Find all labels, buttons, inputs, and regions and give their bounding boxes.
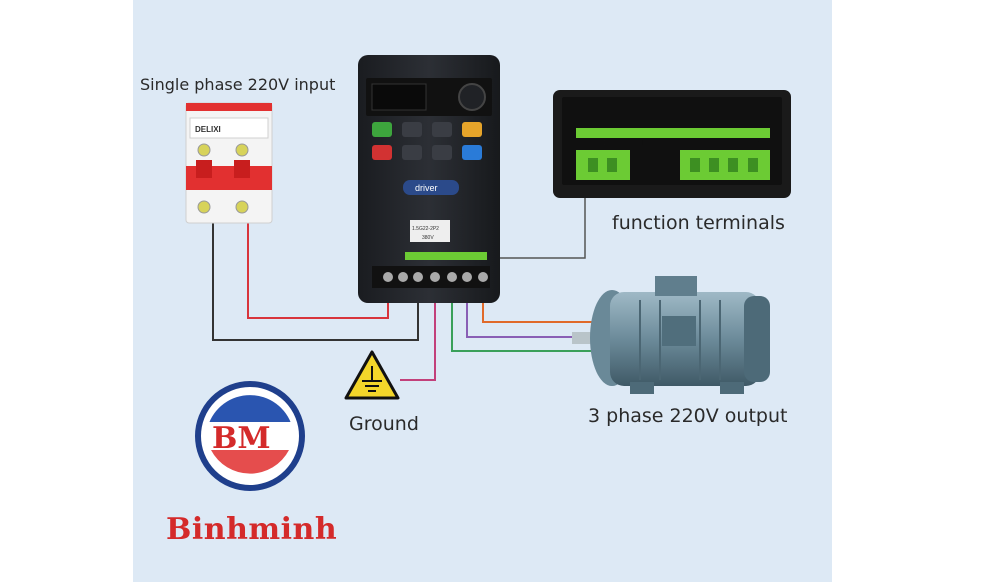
brand-name: Binhminh (166, 512, 338, 547)
terminal-label: DC (618, 140, 628, 147)
drive-model: 1.5G22-2P2 (412, 226, 439, 232)
motor (572, 276, 770, 394)
stop-button[interactable] (372, 145, 392, 160)
terminal-label: AO (750, 140, 761, 147)
ground-icon (344, 350, 400, 400)
terminal-label: GND (727, 140, 743, 147)
wire-purple-v (466, 288, 598, 338)
enter-button[interactable] (462, 145, 482, 160)
up-button[interactable] (432, 122, 452, 137)
down-button[interactable] (432, 145, 452, 160)
company-logo: BM (195, 381, 305, 491)
terminal-label: AI (637, 140, 644, 147)
label-function-terminals: function terminals (612, 212, 785, 234)
shift-button[interactable] (462, 122, 482, 137)
run-button[interactable] (372, 122, 392, 137)
drive-rating: 380V (422, 235, 434, 241)
logo-initials: BM (212, 421, 271, 456)
wire-pink-ground (400, 288, 436, 381)
frequency-drive: driver 1.5G22-2P2 380V (358, 55, 500, 303)
terminal-label: TB (599, 140, 608, 147)
drive-logo: driver (415, 183, 438, 193)
terminal-label: DI4 (709, 140, 720, 147)
label-output: 3 phase 220V output (588, 405, 788, 427)
terminal-label: DI1 (654, 140, 665, 147)
wire-green-w (451, 288, 603, 352)
wire-function (490, 198, 586, 259)
label-ground: Ground (349, 413, 419, 435)
terminal-label: DI3 (690, 140, 701, 147)
terminal-label: DI2 (672, 140, 683, 147)
right-button[interactable] (402, 145, 422, 160)
breaker-brand: DELIXI (195, 125, 221, 134)
circuit-breaker: DELIXI (185, 102, 273, 224)
label-input: Single phase 220V input (140, 75, 336, 94)
terminal-label: TA (580, 140, 589, 147)
terminal-block: TA TB DC AI DI1 DI2 DI3 DI4 GND AO (553, 90, 791, 198)
menu-button[interactable] (402, 122, 422, 137)
wire-black-input (212, 215, 419, 341)
